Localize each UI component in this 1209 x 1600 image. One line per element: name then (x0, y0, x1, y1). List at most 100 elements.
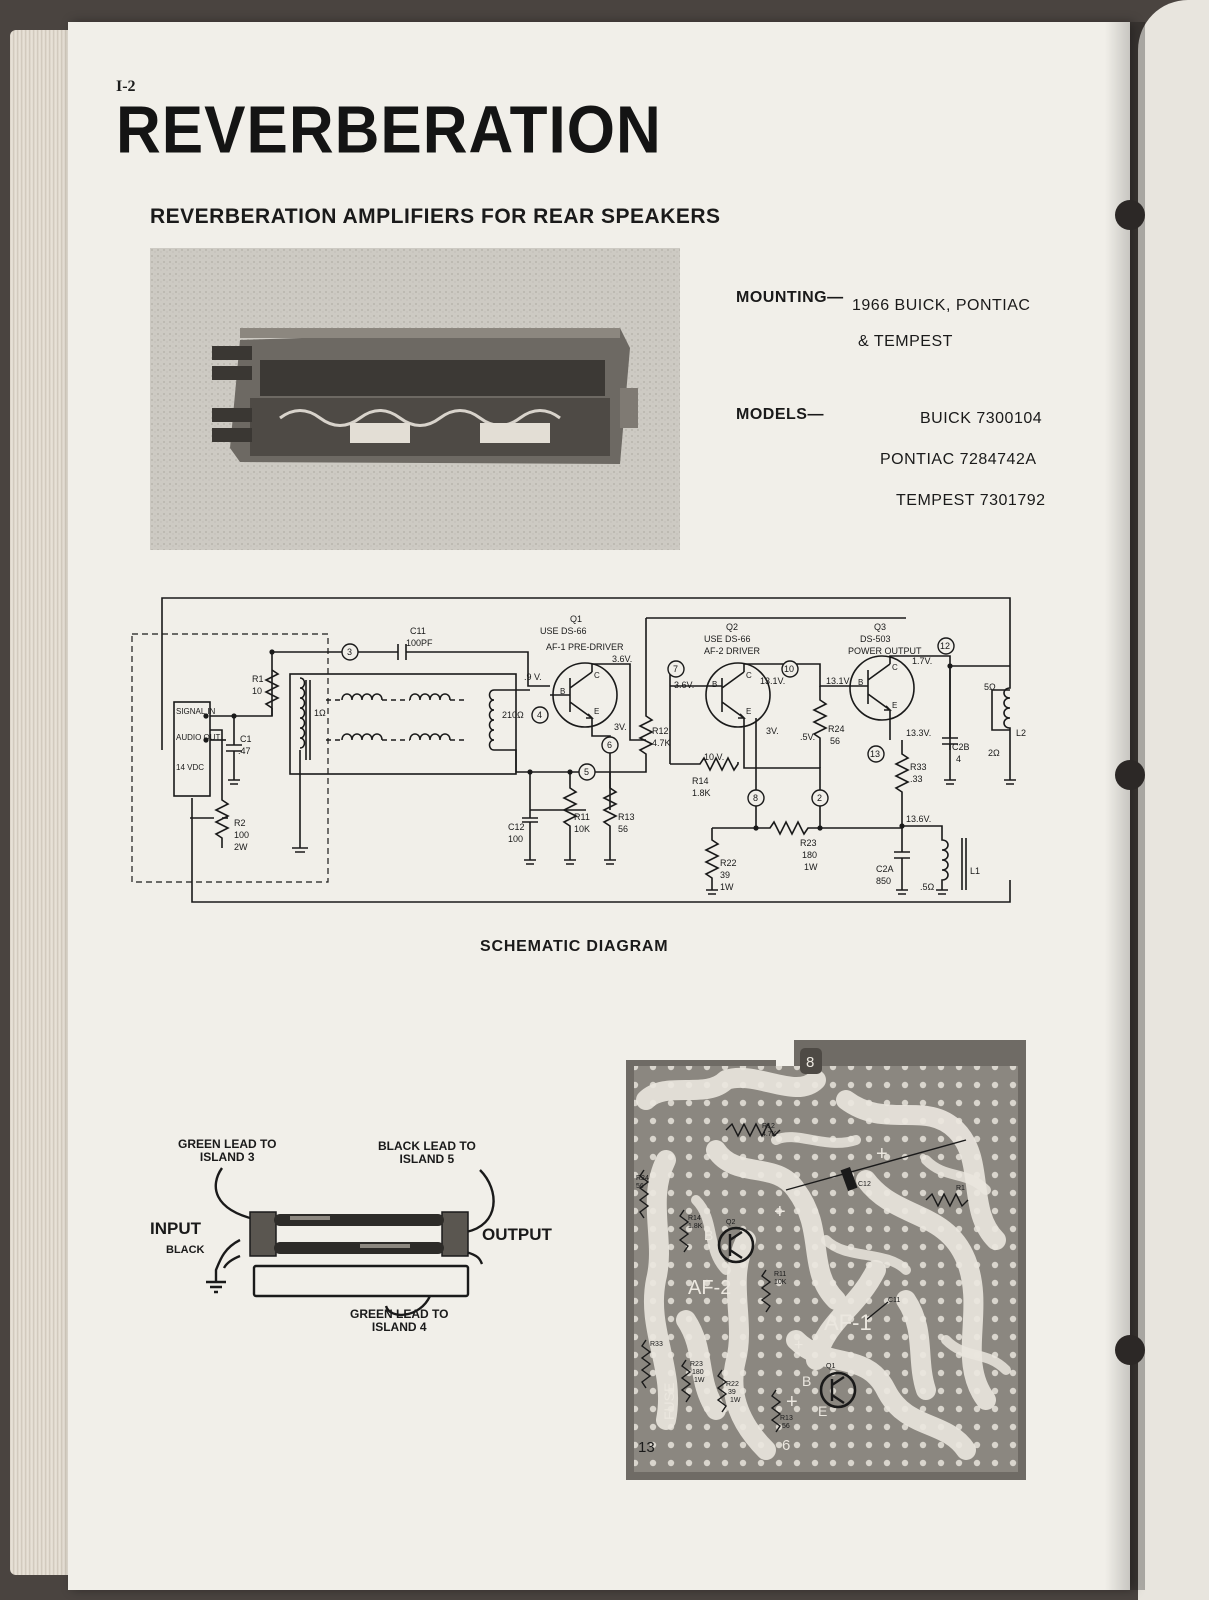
q1-label: Q1 (570, 614, 582, 624)
input-label: INPUT (150, 1219, 201, 1238)
voltage-supply: 13.6V. (906, 814, 931, 824)
c12-label: C12 (508, 822, 525, 832)
gutter-shadow (1105, 22, 1145, 1590)
l2-label: L2 (1016, 728, 1026, 738)
voltage-q3-collector: 1.7V. (912, 656, 932, 666)
signal-in-label: SIGNAL IN (176, 707, 215, 716)
pcb-r22-label: R22 (726, 1381, 739, 1388)
pcb-r24-value: 56 (636, 1183, 644, 1190)
pcb-r1-label: R1 (956, 1185, 965, 1192)
c12-value: 100 (508, 834, 523, 844)
q2-emitter-pin: E (746, 707, 751, 716)
c1-label: C1 (240, 734, 252, 744)
output-label: OUTPUT (482, 1225, 552, 1244)
node-3: 3 (347, 647, 352, 657)
mounting-value-2: & TEMPEST (858, 333, 953, 350)
r33-value: .33 (910, 774, 923, 784)
r14-label: R14 (692, 776, 709, 786)
q3-base-pin: B (858, 678, 863, 687)
c11-label: C11 (410, 626, 426, 636)
pcb-island-8: 8 (806, 1054, 814, 1071)
q2-label: Q2 (726, 622, 738, 632)
node-7: 7 (673, 664, 678, 674)
pcb-fuse-label: FUSE (661, 1383, 677, 1420)
pcb-q1-emitter: E (818, 1403, 827, 1419)
r22-wattage: 1W (720, 882, 734, 892)
r23-value: 180 (802, 850, 817, 860)
node-4: 4 (537, 710, 542, 720)
audio-out-label: AUDIO OUT (176, 733, 221, 742)
q2-type: USE DS-66 (704, 634, 751, 644)
r24-label: R24 (828, 724, 845, 734)
voltage-q3-base: 13.1V. (826, 676, 851, 686)
r11-label: R11 (574, 812, 590, 822)
q3-label: Q3 (874, 622, 886, 632)
schematic-diagram: 3 4 5 6 7 8 2 10 12 13 Q1 USE DS-66 AF-1… (131, 597, 1026, 903)
pcb-q1-base: B (802, 1373, 811, 1389)
q1-base-pin: B (560, 687, 565, 696)
pcb-af2-label: AF-2 (688, 1277, 731, 1299)
voltage-q1-emitter: 3V. (614, 722, 627, 732)
pcb-r33-label: R33 (650, 1341, 663, 1348)
voltage-q2-emitter: 3V. (766, 726, 779, 736)
r23-label: R23 (800, 838, 817, 848)
model-pontiac: PONTIAC 7284742A (880, 451, 1037, 468)
r1-value: 10 (252, 686, 262, 696)
binder-hole-middle (1115, 760, 1145, 790)
pcb-r23-value: 180 (692, 1369, 704, 1376)
q3-role: POWER OUTPUT (848, 646, 922, 656)
section-subtitle: REVERBERATION AMPLIFIERS FOR REAR SPEAKE… (150, 205, 721, 228)
r2-wattage: 2W (234, 842, 248, 852)
green-lead-island-3-label: GREEN LEAD TO ISLAND 3 (178, 1137, 277, 1164)
r33-label: R33 (910, 762, 927, 772)
q1-type: USE DS-66 (540, 626, 587, 636)
pcb-plus-2: + (774, 1201, 786, 1223)
primary-ohms: 1Ω (314, 708, 326, 718)
node-8: 8 (753, 793, 758, 803)
l2-tap-5-ohm: 5Ω (984, 682, 996, 692)
green-lead-island-4-label: GREEN LEAD TO ISLAND 4 (350, 1307, 449, 1334)
pcb-r23-wattage: 1W (694, 1377, 705, 1384)
mounting-label: MOUNTING— (736, 289, 844, 306)
pcb-c12-label: C12 (858, 1181, 871, 1188)
page-number: I-2 (116, 78, 136, 95)
l1-label: L1 (970, 866, 980, 876)
l2-tap-2-ohm: 2Ω (988, 748, 1000, 758)
voltage-q3-emitter: 13.3V. (906, 728, 931, 738)
pcb-q1-label: Q1 (826, 1363, 835, 1370)
q3-emitter-pin: E (892, 701, 897, 710)
page-stack-edge (10, 30, 76, 1575)
voltage-node-10: 13.1V. (760, 676, 785, 686)
pcb-q2-label: Q2 (726, 1219, 735, 1226)
pcb-r14-value: 1.8K (688, 1223, 703, 1230)
node-12: 12 (940, 641, 950, 651)
q1-role: AF-1 PRE-DRIVER (546, 642, 624, 652)
r12-label: R12 (652, 726, 669, 736)
binder-hole-bottom (1115, 1335, 1145, 1365)
r23-wattage: 1W (804, 862, 818, 872)
voltage-r24: .5V. (800, 732, 815, 742)
pcb-r22-wattage: 1W (730, 1397, 741, 1404)
reverb-coil-diagram (206, 1167, 495, 1317)
r11-value: 10K (574, 824, 590, 834)
voltage-r14: 10 V. (704, 752, 724, 762)
amplifier-photo (150, 248, 680, 550)
pcb-r11-label: R11 (774, 1271, 786, 1278)
voltage-q1-collector: 3.6V. (612, 654, 632, 664)
vdc-label: 14 VDC (176, 763, 204, 772)
pcb-r24-label: R24 (636, 1175, 649, 1182)
r22-value: 39 (720, 870, 730, 880)
pcb-plus-4: + (786, 1391, 798, 1413)
model-tempest: TEMPEST 7301792 (896, 492, 1046, 509)
voltage-q2-base: 3.6V. (674, 680, 694, 690)
pcb-r12-value: 4.7K (762, 1131, 777, 1138)
pcb-q2-base: B (704, 1227, 713, 1243)
next-page-edge (1138, 0, 1209, 1600)
input-black-label: BLACK (166, 1244, 205, 1256)
r14-value: 1.8K (692, 788, 711, 798)
r13-label: R13 (618, 812, 635, 822)
secondary-ohms: 210Ω (502, 710, 524, 720)
models-label: MODELS— (736, 406, 824, 423)
pcb-island-13: 13 (638, 1439, 655, 1456)
pcb-c11-label: C11 (888, 1297, 900, 1304)
